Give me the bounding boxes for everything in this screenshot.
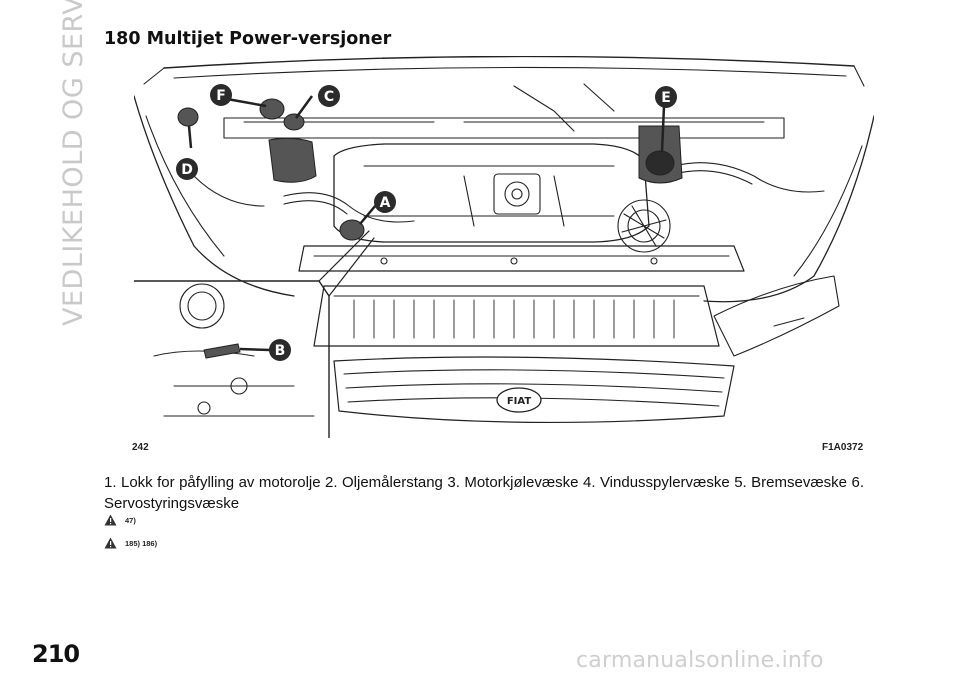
engine-bay-figure: FIAT A B C D E: [134, 56, 874, 438]
callout-c: C: [318, 85, 340, 107]
fiat-logo: FIAT: [507, 396, 532, 407]
figure-number: 242: [132, 442, 149, 453]
oil-cap-shape: [339, 219, 365, 241]
warning-reference-row: 185) 186): [104, 537, 157, 549]
washer-cap-shape: [177, 107, 199, 127]
callout-d: D: [176, 158, 198, 180]
svg-text:E: E: [661, 90, 671, 106]
chapter-side-title: VEDLIKEHOLD OG SERVICE: [58, 0, 89, 326]
svg-text:C: C: [324, 89, 334, 105]
figure-caption: 1. Lokk for påfylling av motorolje 2. Ol…: [104, 474, 864, 512]
warning-triangle-icon: [104, 514, 117, 526]
warning-triangle-icon: [104, 537, 117, 549]
svg-text:B: B: [275, 343, 286, 359]
page-number: 210: [32, 640, 80, 668]
warning-reference: 185) 186): [125, 538, 158, 548]
figure-code: F1A0372: [822, 442, 864, 453]
callout-a: A: [374, 191, 396, 213]
dipstick-shape: [203, 343, 241, 359]
warning-reference: 47): [125, 515, 136, 525]
callout-f: F: [210, 84, 232, 106]
watermark: carmanualsonline.info: [576, 648, 824, 673]
brake-fluid-cap-shape: [259, 98, 285, 120]
section-heading: 180 Multijet Power-versjoner: [104, 29, 392, 49]
svg-text:D: D: [181, 162, 193, 178]
power-steering-cap-shape: [283, 113, 305, 131]
callout-b: B: [269, 339, 291, 361]
warning-reference-row: 47): [104, 514, 136, 526]
coolant-reservoir-shape: [268, 137, 317, 183]
engine-bay-drawing: FIAT A B C D E: [134, 56, 874, 438]
svg-text:F: F: [216, 88, 226, 104]
svg-text:A: A: [380, 195, 391, 211]
callout-e: E: [655, 86, 677, 108]
